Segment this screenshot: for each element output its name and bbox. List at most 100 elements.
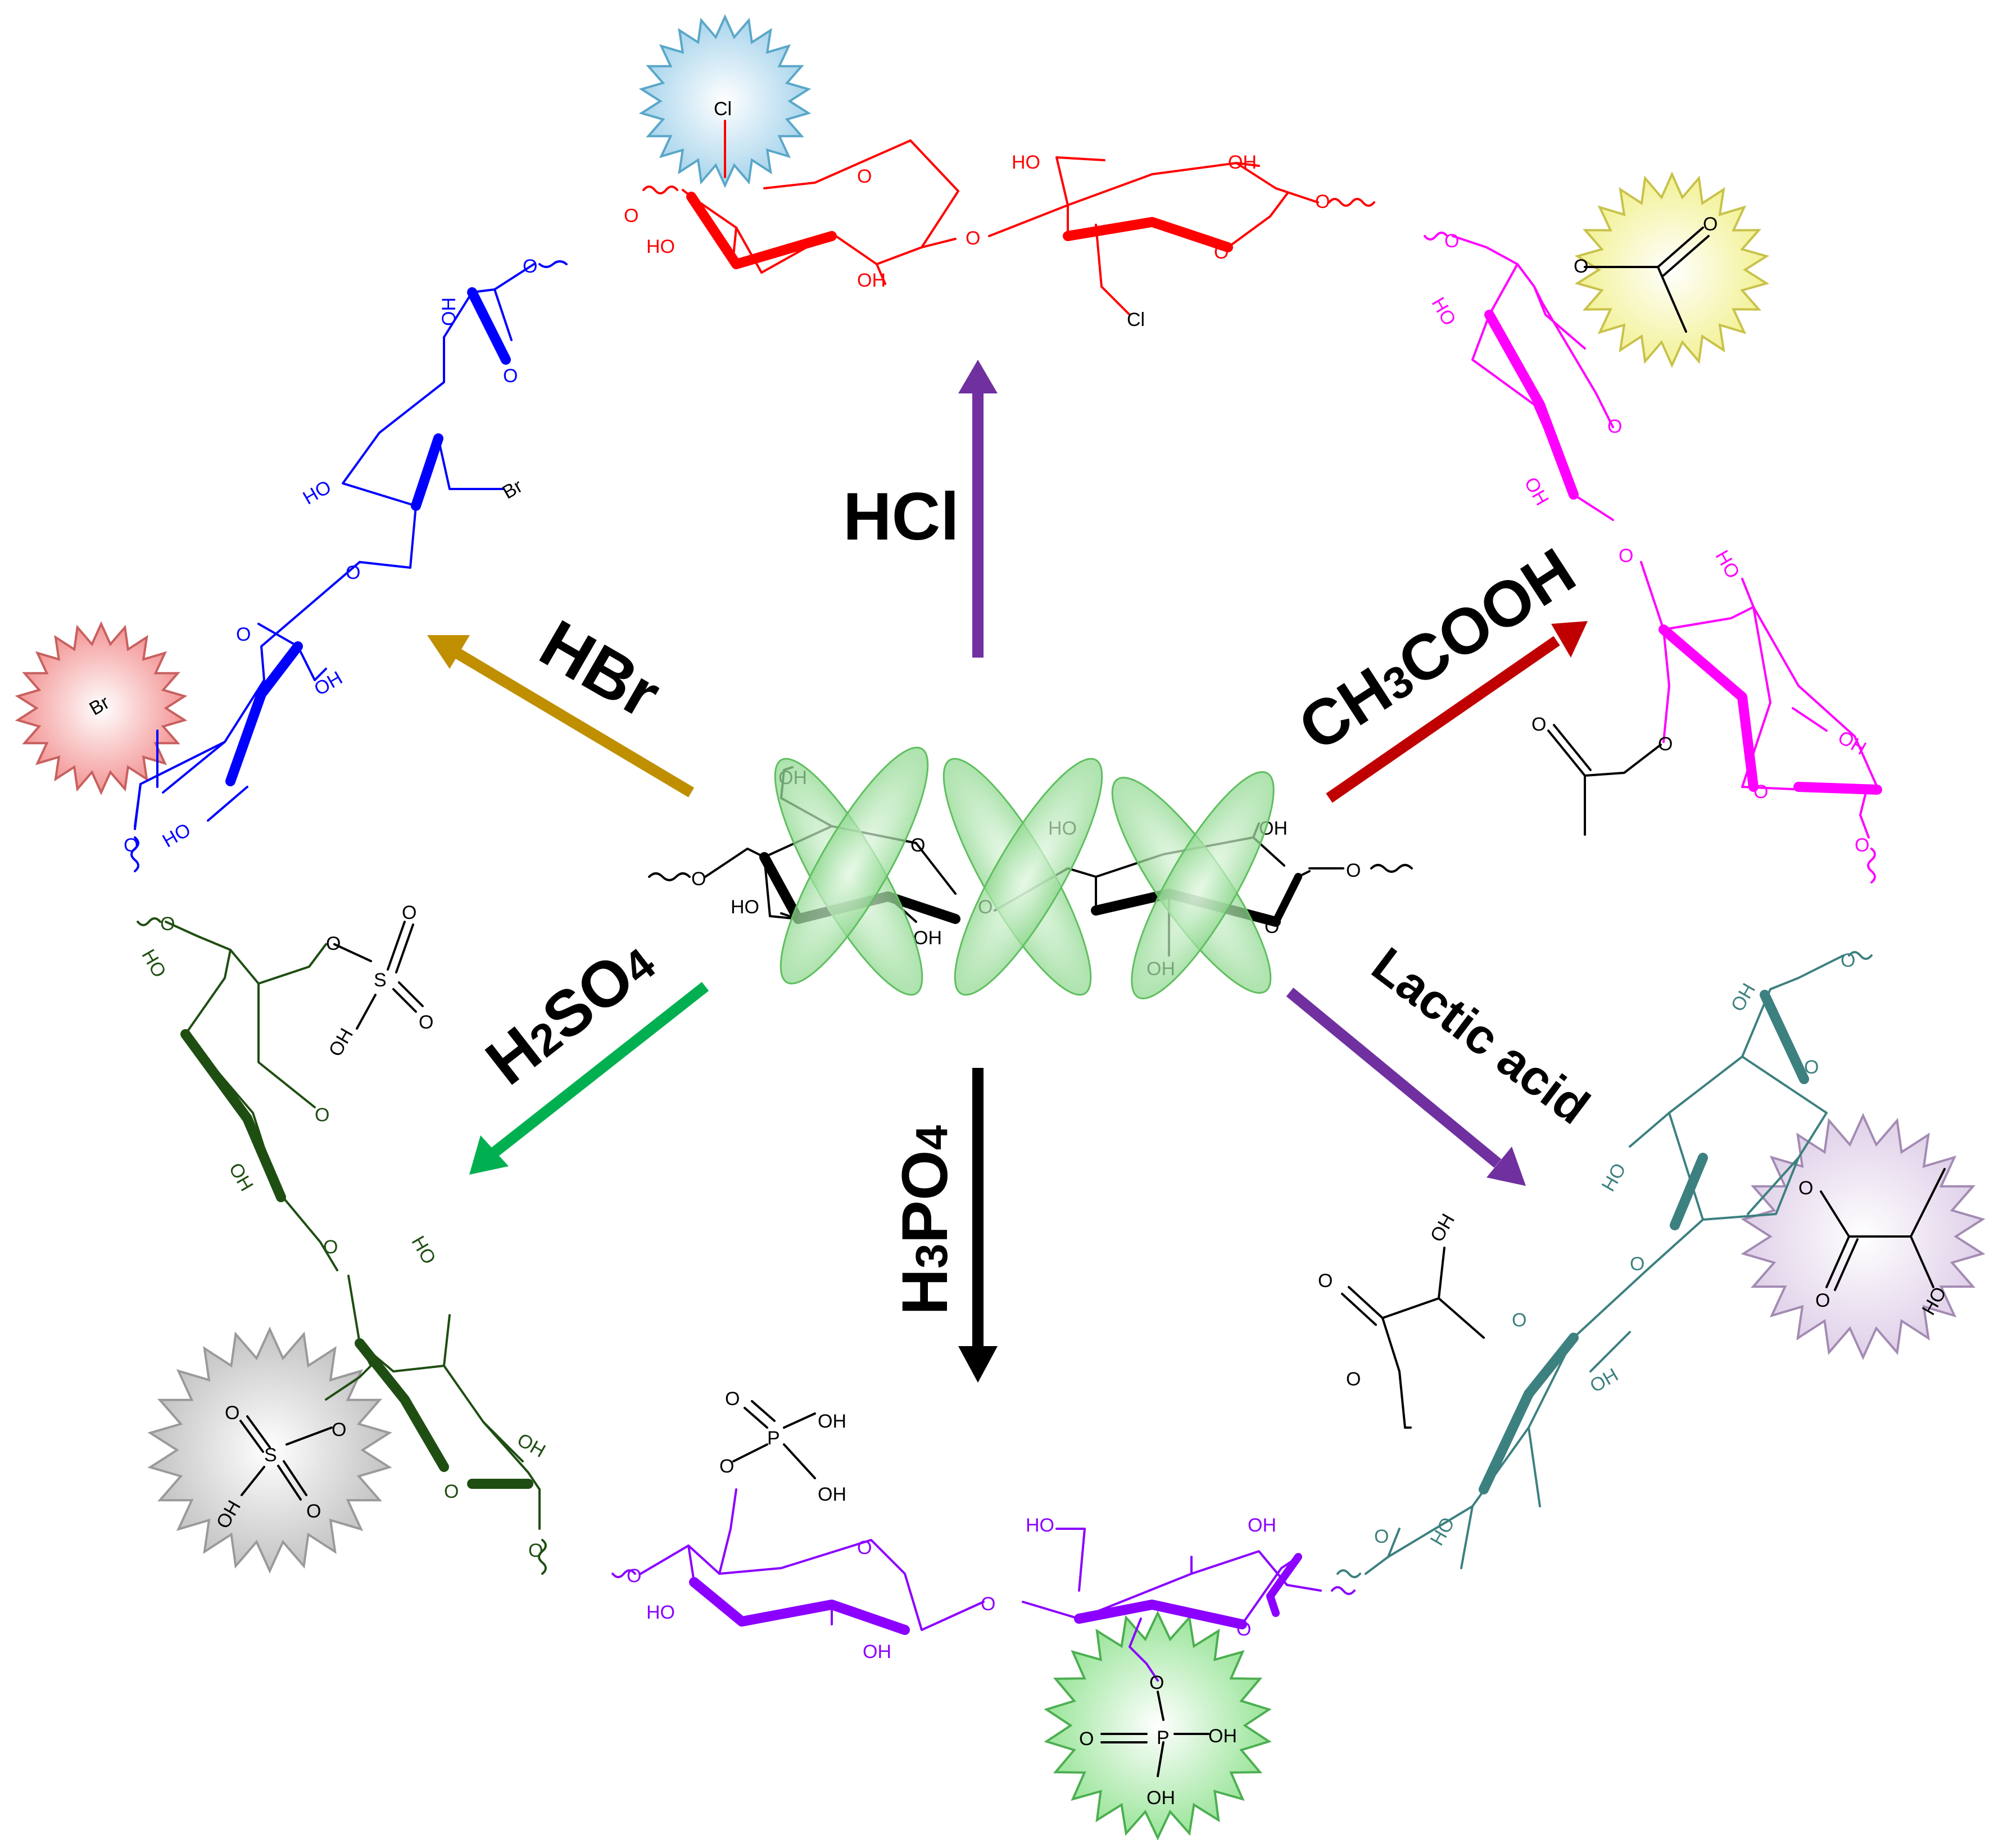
chlorinated-unit-atoms: O O HO OH O HO OH O O	[624, 152, 1330, 291]
atom-label: OH	[1727, 980, 1760, 1015]
atom-label: HO	[1427, 294, 1460, 329]
atom-label: OH	[224, 1159, 257, 1195]
atom-label: O	[124, 835, 138, 856]
atom-label: O	[910, 835, 925, 856]
sulfate-group-free	[333, 921, 424, 1030]
reagent-label-lactic-acid: Lactic acid	[1362, 936, 1600, 1135]
atom-label: O	[503, 365, 518, 387]
atom-label: O	[981, 1593, 995, 1615]
atom-label: O	[1841, 950, 1855, 971]
lactylated-cellulose-unit	[1336, 951, 1873, 1578]
arrow-h2so4	[491, 982, 709, 1157]
atom-label: OH	[325, 1025, 357, 1060]
atom-label: O	[1318, 1270, 1333, 1292]
brominated-cellulose-unit	[130, 260, 568, 872]
atom-label: O	[1619, 545, 1633, 567]
atom-label: O	[225, 1402, 239, 1424]
atom-label: HO	[646, 236, 675, 257]
atom-label: O	[1236, 1619, 1251, 1640]
atom-label: O	[306, 1501, 321, 1522]
arrow-hbr	[452, 647, 695, 798]
atom-label: OH	[1228, 152, 1257, 173]
starburst-icon-sulfate	[147, 1326, 392, 1574]
atom-label: O	[315, 1104, 329, 1126]
atom-label: OH	[863, 1641, 891, 1663]
atom-label: O	[1607, 416, 1622, 437]
atom-label: O	[857, 1537, 872, 1559]
atom-label: OH	[1248, 1515, 1276, 1536]
atom-label: O	[857, 166, 872, 187]
atom-label: HO	[1012, 152, 1040, 173]
atom-label: S	[374, 970, 387, 991]
phosphate-group-star	[1100, 1691, 1209, 1777]
atom-label: HO	[1711, 547, 1743, 582]
atom-label: OH	[1147, 1787, 1175, 1809]
atom-label: O	[326, 933, 341, 954]
sulfated-cellulose-unit	[137, 917, 547, 1575]
atom-label: O	[402, 902, 416, 923]
atom-label: O	[719, 1456, 734, 1477]
atom-label: O	[528, 1540, 543, 1561]
atom-label: O	[966, 228, 980, 249]
atom-label: O	[1214, 242, 1229, 263]
atom-label: OH	[857, 270, 886, 291]
phosphorylated-unit-atoms: O O HO OH O HO OH O	[627, 1515, 1276, 1663]
arrowhead-ch3cooh	[1551, 621, 1588, 658]
atom-label: O	[1574, 256, 1588, 277]
atom-label: O	[1815, 1290, 1830, 1311]
atom-label: OH	[818, 1411, 846, 1432]
reagent-label-h3po4: H3PO4	[889, 1125, 961, 1315]
atom-label: O	[1512, 1310, 1526, 1331]
chlorinated-cellulose-unit	[642, 120, 1375, 316]
atom-label: O	[1444, 230, 1459, 252]
atom-label: OH	[1834, 727, 1870, 759]
atom-label: HO	[137, 946, 170, 981]
reagent-label-hcl: HCl	[843, 479, 959, 554]
atom-label: O	[346, 562, 360, 583]
atom-label: O	[1079, 1728, 1094, 1750]
crystalline-region-ellipses	[774, 746, 1275, 999]
atom-label: O	[1374, 1526, 1389, 1547]
atom-label: OH	[1520, 474, 1552, 509]
arrow-ch3cooh	[1326, 636, 1560, 803]
reagent-label-h2so4: H2SO4	[473, 925, 668, 1098]
atom-label: HO	[1598, 1159, 1630, 1195]
atom-label: O	[624, 205, 638, 227]
atom-label: O	[1265, 916, 1279, 937]
phosphate-group-free	[732, 1400, 816, 1479]
atom-label: HO	[1026, 1515, 1054, 1536]
atom-label: OH	[913, 927, 942, 949]
lactate-group-free	[1341, 1247, 1485, 1429]
reaction-arrows	[427, 360, 1588, 1383]
atom-label: HO	[159, 819, 194, 851]
arrowhead-hbr	[427, 635, 470, 669]
atom-label: HO	[731, 896, 759, 918]
atom-label: O	[691, 868, 706, 890]
atom-label: O	[1753, 781, 1768, 803]
atom-label: O	[1630, 1253, 1644, 1275]
arrowhead-h2so4	[469, 1135, 509, 1175]
br-label: Br	[499, 475, 526, 504]
atom-label: OH	[1426, 1210, 1459, 1245]
atom-label: O	[1798, 1177, 1813, 1199]
atom-label: O	[1149, 1672, 1164, 1693]
atom-label: O	[1658, 733, 1673, 755]
starburst-icon-phosphate	[1044, 1610, 1272, 1841]
atom-label: O	[1346, 1369, 1361, 1390]
cl-label: Cl	[1127, 309, 1145, 330]
arrowhead-hcl	[958, 360, 998, 393]
atom-label: O	[725, 1388, 740, 1410]
acetyl-group-star	[1584, 227, 1710, 333]
starburst-icon-acetyl	[1574, 171, 1770, 368]
atom-label: OH	[1208, 1725, 1237, 1747]
atom-label: O	[444, 1481, 459, 1502]
arrow-lactic	[1286, 988, 1502, 1168]
atom-label: S	[264, 1444, 277, 1466]
atom-label: P	[767, 1428, 780, 1449]
acetyl-group-free	[1547, 724, 1662, 836]
atom-label: HO	[646, 1602, 675, 1623]
lactate-group-star	[1820, 1168, 1946, 1291]
atom-label: O	[1703, 214, 1718, 235]
arrowhead-h3po4	[958, 1346, 998, 1383]
